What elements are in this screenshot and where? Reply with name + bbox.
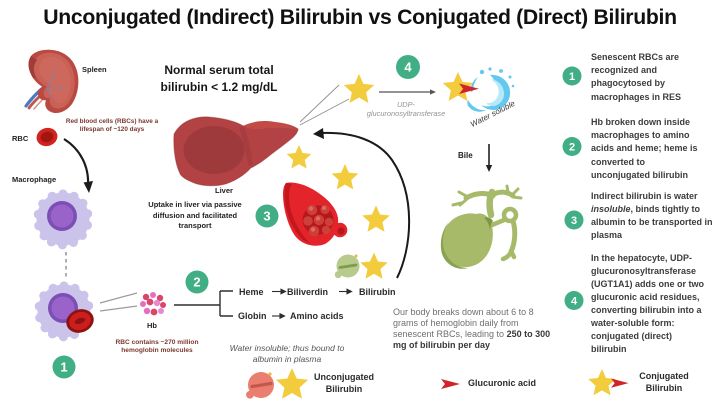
svg-text:4: 4	[404, 60, 412, 75]
svg-text:2: 2	[569, 142, 575, 154]
svg-text:1: 1	[60, 360, 67, 375]
svg-text:1: 1	[569, 71, 575, 83]
svg-text:3: 3	[263, 209, 270, 224]
svg-text:2: 2	[193, 275, 200, 290]
svg-text:4: 4	[571, 296, 578, 308]
svg-text:3: 3	[571, 215, 577, 227]
